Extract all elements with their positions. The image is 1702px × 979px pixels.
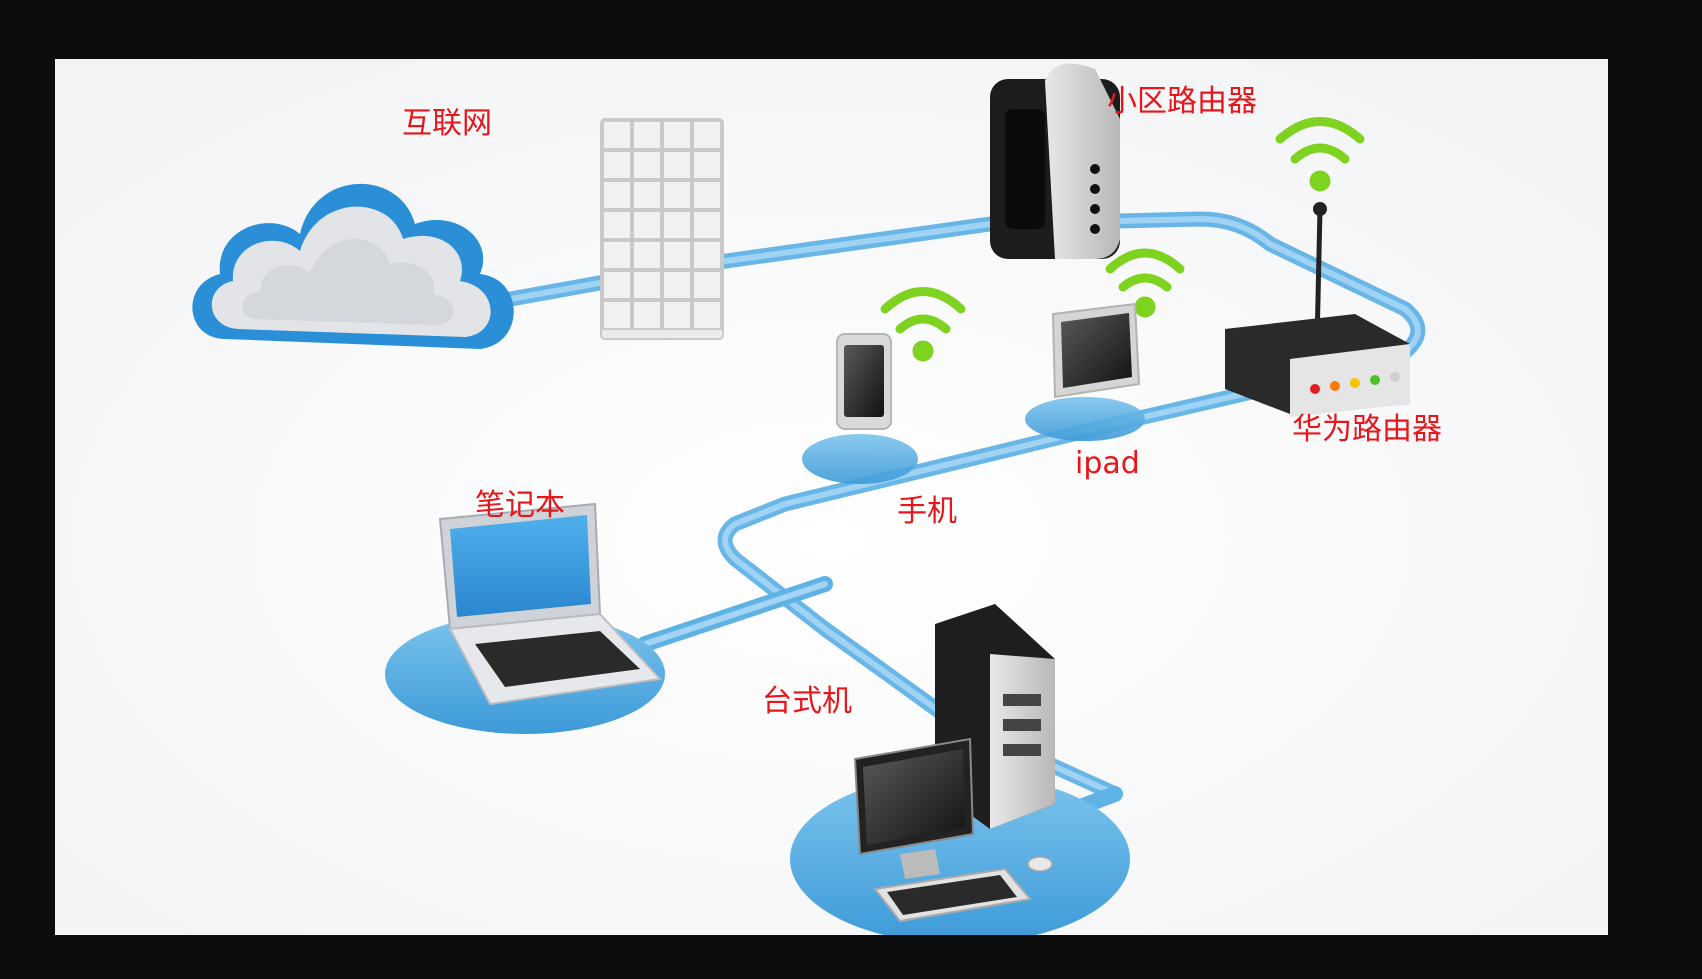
phone-icon [836,333,892,430]
network-diagram: 互联网 小区路由器 华为路由器 ipad 手机 笔记本 台式机 [55,59,1608,935]
label-phone: 手机 [897,494,957,529]
label-internet: 互联网 [402,106,492,141]
diagram-canvas [55,59,1608,935]
cloud-icon [192,183,514,349]
phone-pad [802,434,918,484]
tablet-icon [1051,302,1141,399]
laptop-icon [438,502,663,706]
label-laptop: 笔记本 [475,488,565,523]
desktop-icon [853,604,1055,923]
label-desktop: 台式机 [762,684,852,719]
wifi-icon [1105,248,1185,318]
server-icon [990,63,1120,260]
router-icon [1225,202,1410,417]
wifi-icon [1275,117,1365,192]
label-ipad: ipad [1075,446,1140,481]
wifi-icon [880,287,966,362]
firewall-icon [600,118,724,340]
network-cable [447,211,1426,862]
ipad-pad [1025,397,1145,441]
label-huawei-router: 华为路由器 [1292,412,1442,447]
label-community-router: 小区路由器 [1107,84,1257,119]
